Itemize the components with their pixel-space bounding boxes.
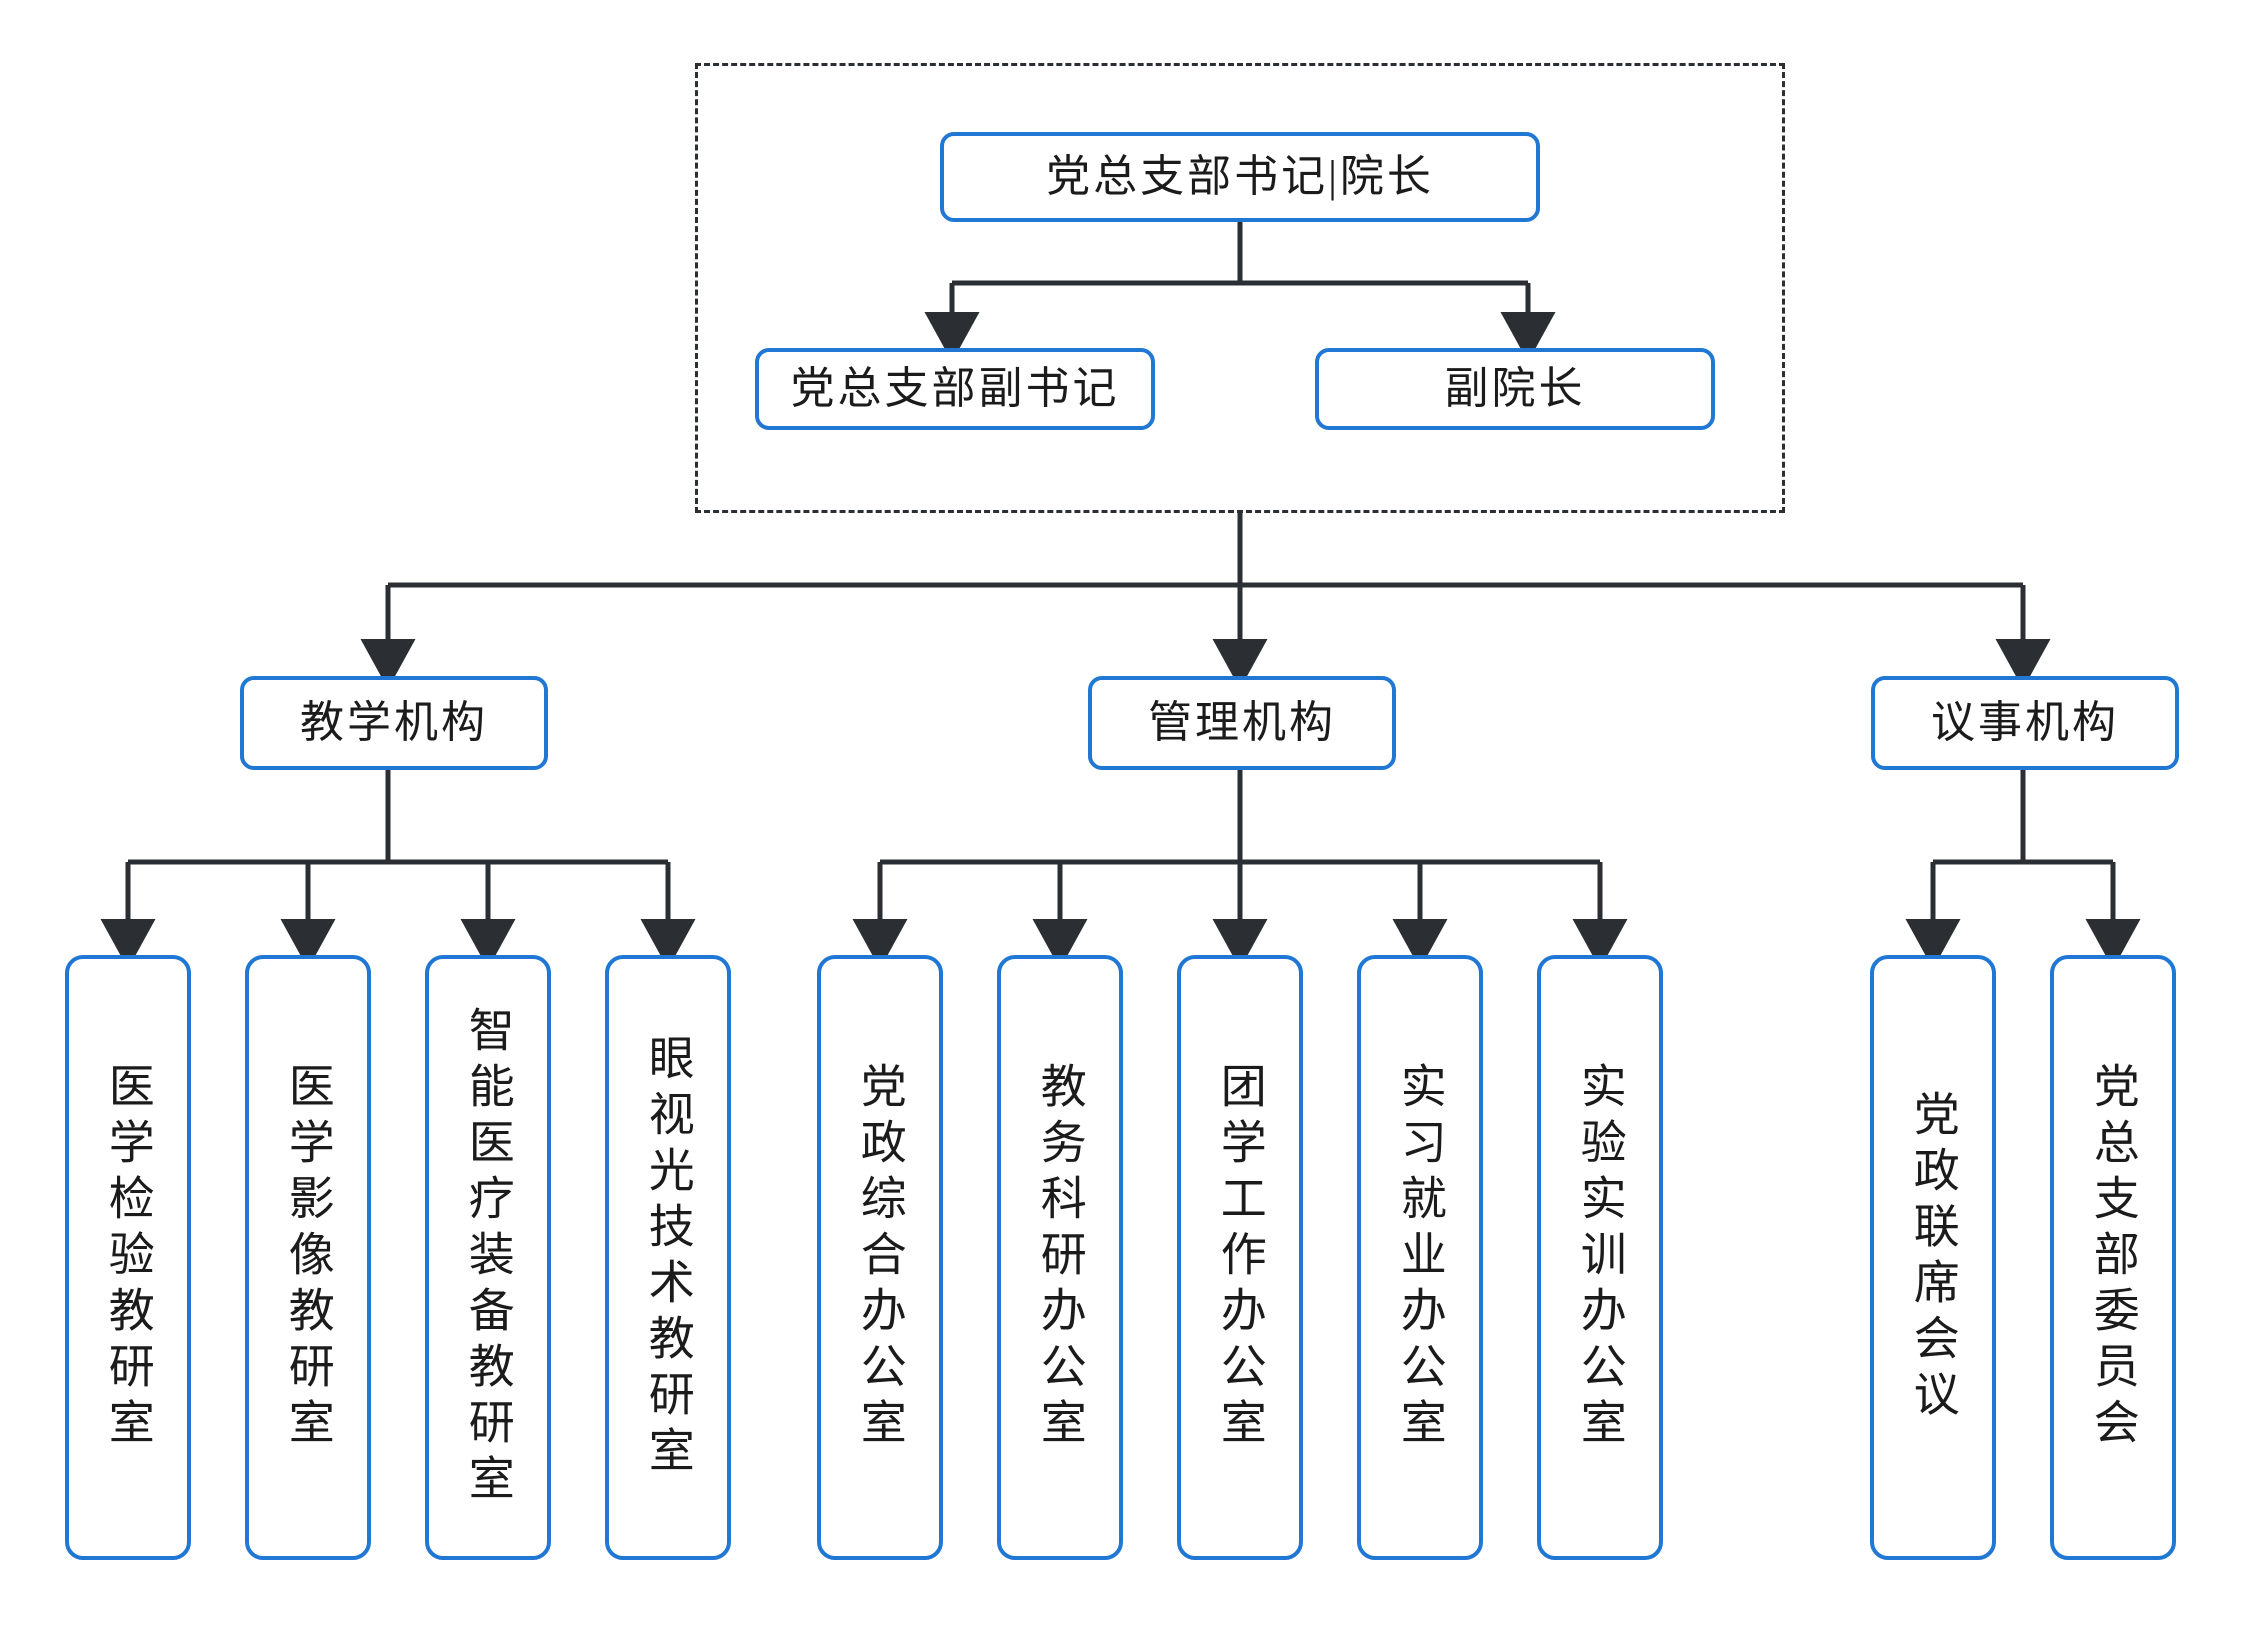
- node-label: 党总支部委员会: [2087, 1061, 2139, 1454]
- node-label: 医学检验教研室: [102, 1061, 154, 1454]
- node-party-branch-committee[interactable]: 党总支部委员会: [2050, 955, 2176, 1560]
- node-youth-league-student-affairs-office[interactable]: 团学工作办公室: [1177, 955, 1303, 1560]
- node-lab-medicine-office[interactable]: 医学检验教研室: [65, 955, 191, 1560]
- node-optometry-technology-office[interactable]: 眼视光技术教研室: [605, 955, 731, 1560]
- node-label: 教学机构: [300, 697, 488, 747]
- node-smart-medical-equipment-office[interactable]: 智能医疗装备教研室: [425, 955, 551, 1560]
- node-label: 教务科研办公室: [1034, 1061, 1086, 1454]
- node-party-admin-joint-meeting[interactable]: 党政联席会议: [1870, 955, 1996, 1560]
- node-branch-teaching[interactable]: 教学机构: [240, 676, 548, 770]
- node-label: 眼视光技术教研室: [642, 1033, 694, 1482]
- node-deputy-party-secretary[interactable]: 党总支部副书记: [755, 348, 1155, 430]
- node-internship-employment-office[interactable]: 实习就业办公室: [1357, 955, 1483, 1560]
- node-academic-research-office[interactable]: 教务科研办公室: [997, 955, 1123, 1560]
- node-branch-deliberative[interactable]: 议事机构: [1871, 676, 2179, 770]
- node-label: 管理机构: [1148, 697, 1336, 747]
- node-label: 党总支部副书记: [790, 363, 1120, 413]
- node-label: 副院长: [1444, 363, 1586, 413]
- node-label: 党政联席会议: [1907, 1089, 1959, 1426]
- node-label: 党政综合办公室: [854, 1061, 906, 1454]
- node-label: 党总支部书记|院长: [1046, 151, 1434, 201]
- node-medical-imaging-office[interactable]: 医学影像教研室: [245, 955, 371, 1560]
- node-label: 议事机构: [1931, 697, 2119, 747]
- node-label: 实习就业办公室: [1394, 1061, 1446, 1454]
- node-vice-dean[interactable]: 副院长: [1315, 348, 1715, 430]
- node-party-secretary-dean[interactable]: 党总支部书记|院长: [940, 132, 1540, 222]
- node-label: 团学工作办公室: [1214, 1061, 1266, 1454]
- node-branch-administration[interactable]: 管理机构: [1088, 676, 1396, 770]
- node-label: 实验实训办公室: [1574, 1061, 1626, 1454]
- node-label: 医学影像教研室: [282, 1061, 334, 1454]
- node-label: 智能医疗装备教研室: [462, 1005, 514, 1510]
- leadership-dashed-frame: [695, 63, 1785, 513]
- node-party-admin-general-office[interactable]: 党政综合办公室: [817, 955, 943, 1560]
- node-laboratory-training-office[interactable]: 实验实训办公室: [1537, 955, 1663, 1560]
